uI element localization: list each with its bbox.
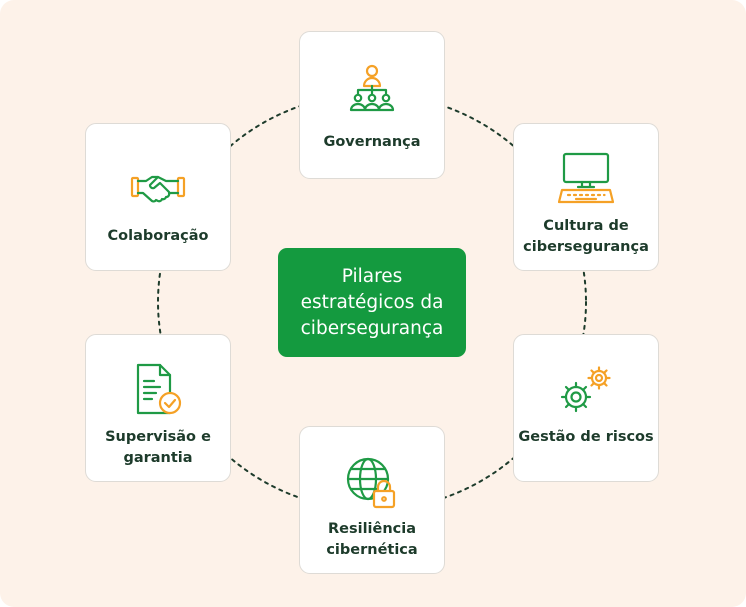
gears-icon	[514, 365, 658, 415]
pillar-label: Cultura de cibersegurança	[523, 218, 649, 255]
pillar-label: Resiliência cibernética	[326, 521, 418, 558]
pillar-card-resiliencia: Resiliência cibernética	[299, 426, 445, 574]
handshake-icon	[86, 170, 230, 206]
center-title: Pilares estratégicos da cibersegurança	[300, 265, 444, 339]
org-chart-icon	[300, 62, 444, 114]
computer-keyboard-icon	[514, 152, 658, 206]
pillar-card-governanca: Governança	[299, 31, 445, 179]
pillar-card-gestao: Gestão de riscos	[513, 334, 659, 482]
document-check-icon	[86, 363, 230, 417]
pillar-card-supervisao: Supervisão e garantia	[85, 334, 231, 482]
pillar-card-cultura: Cultura de cibersegurança	[513, 123, 659, 271]
globe-lock-icon	[300, 455, 444, 509]
center-title-box: Pilares estratégicos da cibersegurança	[278, 248, 466, 357]
pillar-label: Gestão de riscos	[518, 429, 654, 445]
pillar-label: Colaboração	[107, 228, 209, 244]
pillar-card-colaboracao: Colaboração	[85, 123, 231, 271]
pillar-label: Governança	[323, 134, 421, 150]
pillar-label: Supervisão e garantia	[105, 429, 211, 466]
